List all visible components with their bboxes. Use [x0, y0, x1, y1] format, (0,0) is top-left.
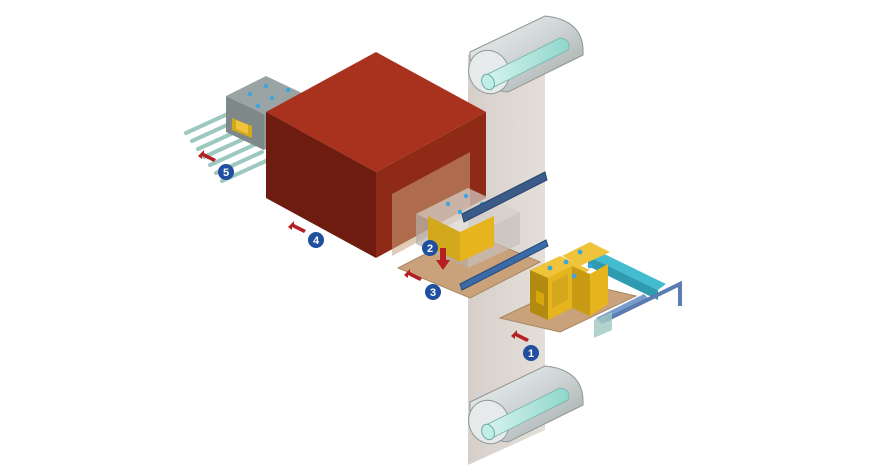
step-badge-4: 4	[308, 232, 324, 248]
bottom-film-roll	[468, 365, 584, 445]
step-label-5: 5	[223, 167, 229, 179]
step-label-4: 4	[313, 235, 320, 247]
step-badge-5: 5	[218, 164, 234, 180]
step-label-2: 2	[427, 243, 433, 255]
upper-seal-bar	[461, 171, 548, 223]
shrink-tunnel	[266, 52, 486, 258]
top-film-roll	[468, 15, 584, 95]
step-label-1: 1	[528, 348, 534, 360]
step-badge-3: 3	[425, 284, 441, 300]
arrow-step-4	[288, 221, 306, 233]
arrow-step-5	[198, 150, 216, 162]
infeed-product-group	[530, 242, 610, 320]
direction-arrows	[198, 150, 529, 342]
step-label-3: 3	[430, 287, 436, 299]
arrow-step-3	[404, 269, 422, 281]
step-badge-2: 2	[422, 240, 438, 256]
step-badge-1: 1	[523, 345, 539, 361]
arrow-step-2-down	[436, 248, 450, 270]
arrow-step-1	[511, 330, 529, 342]
lower-seal-bar	[459, 239, 549, 291]
